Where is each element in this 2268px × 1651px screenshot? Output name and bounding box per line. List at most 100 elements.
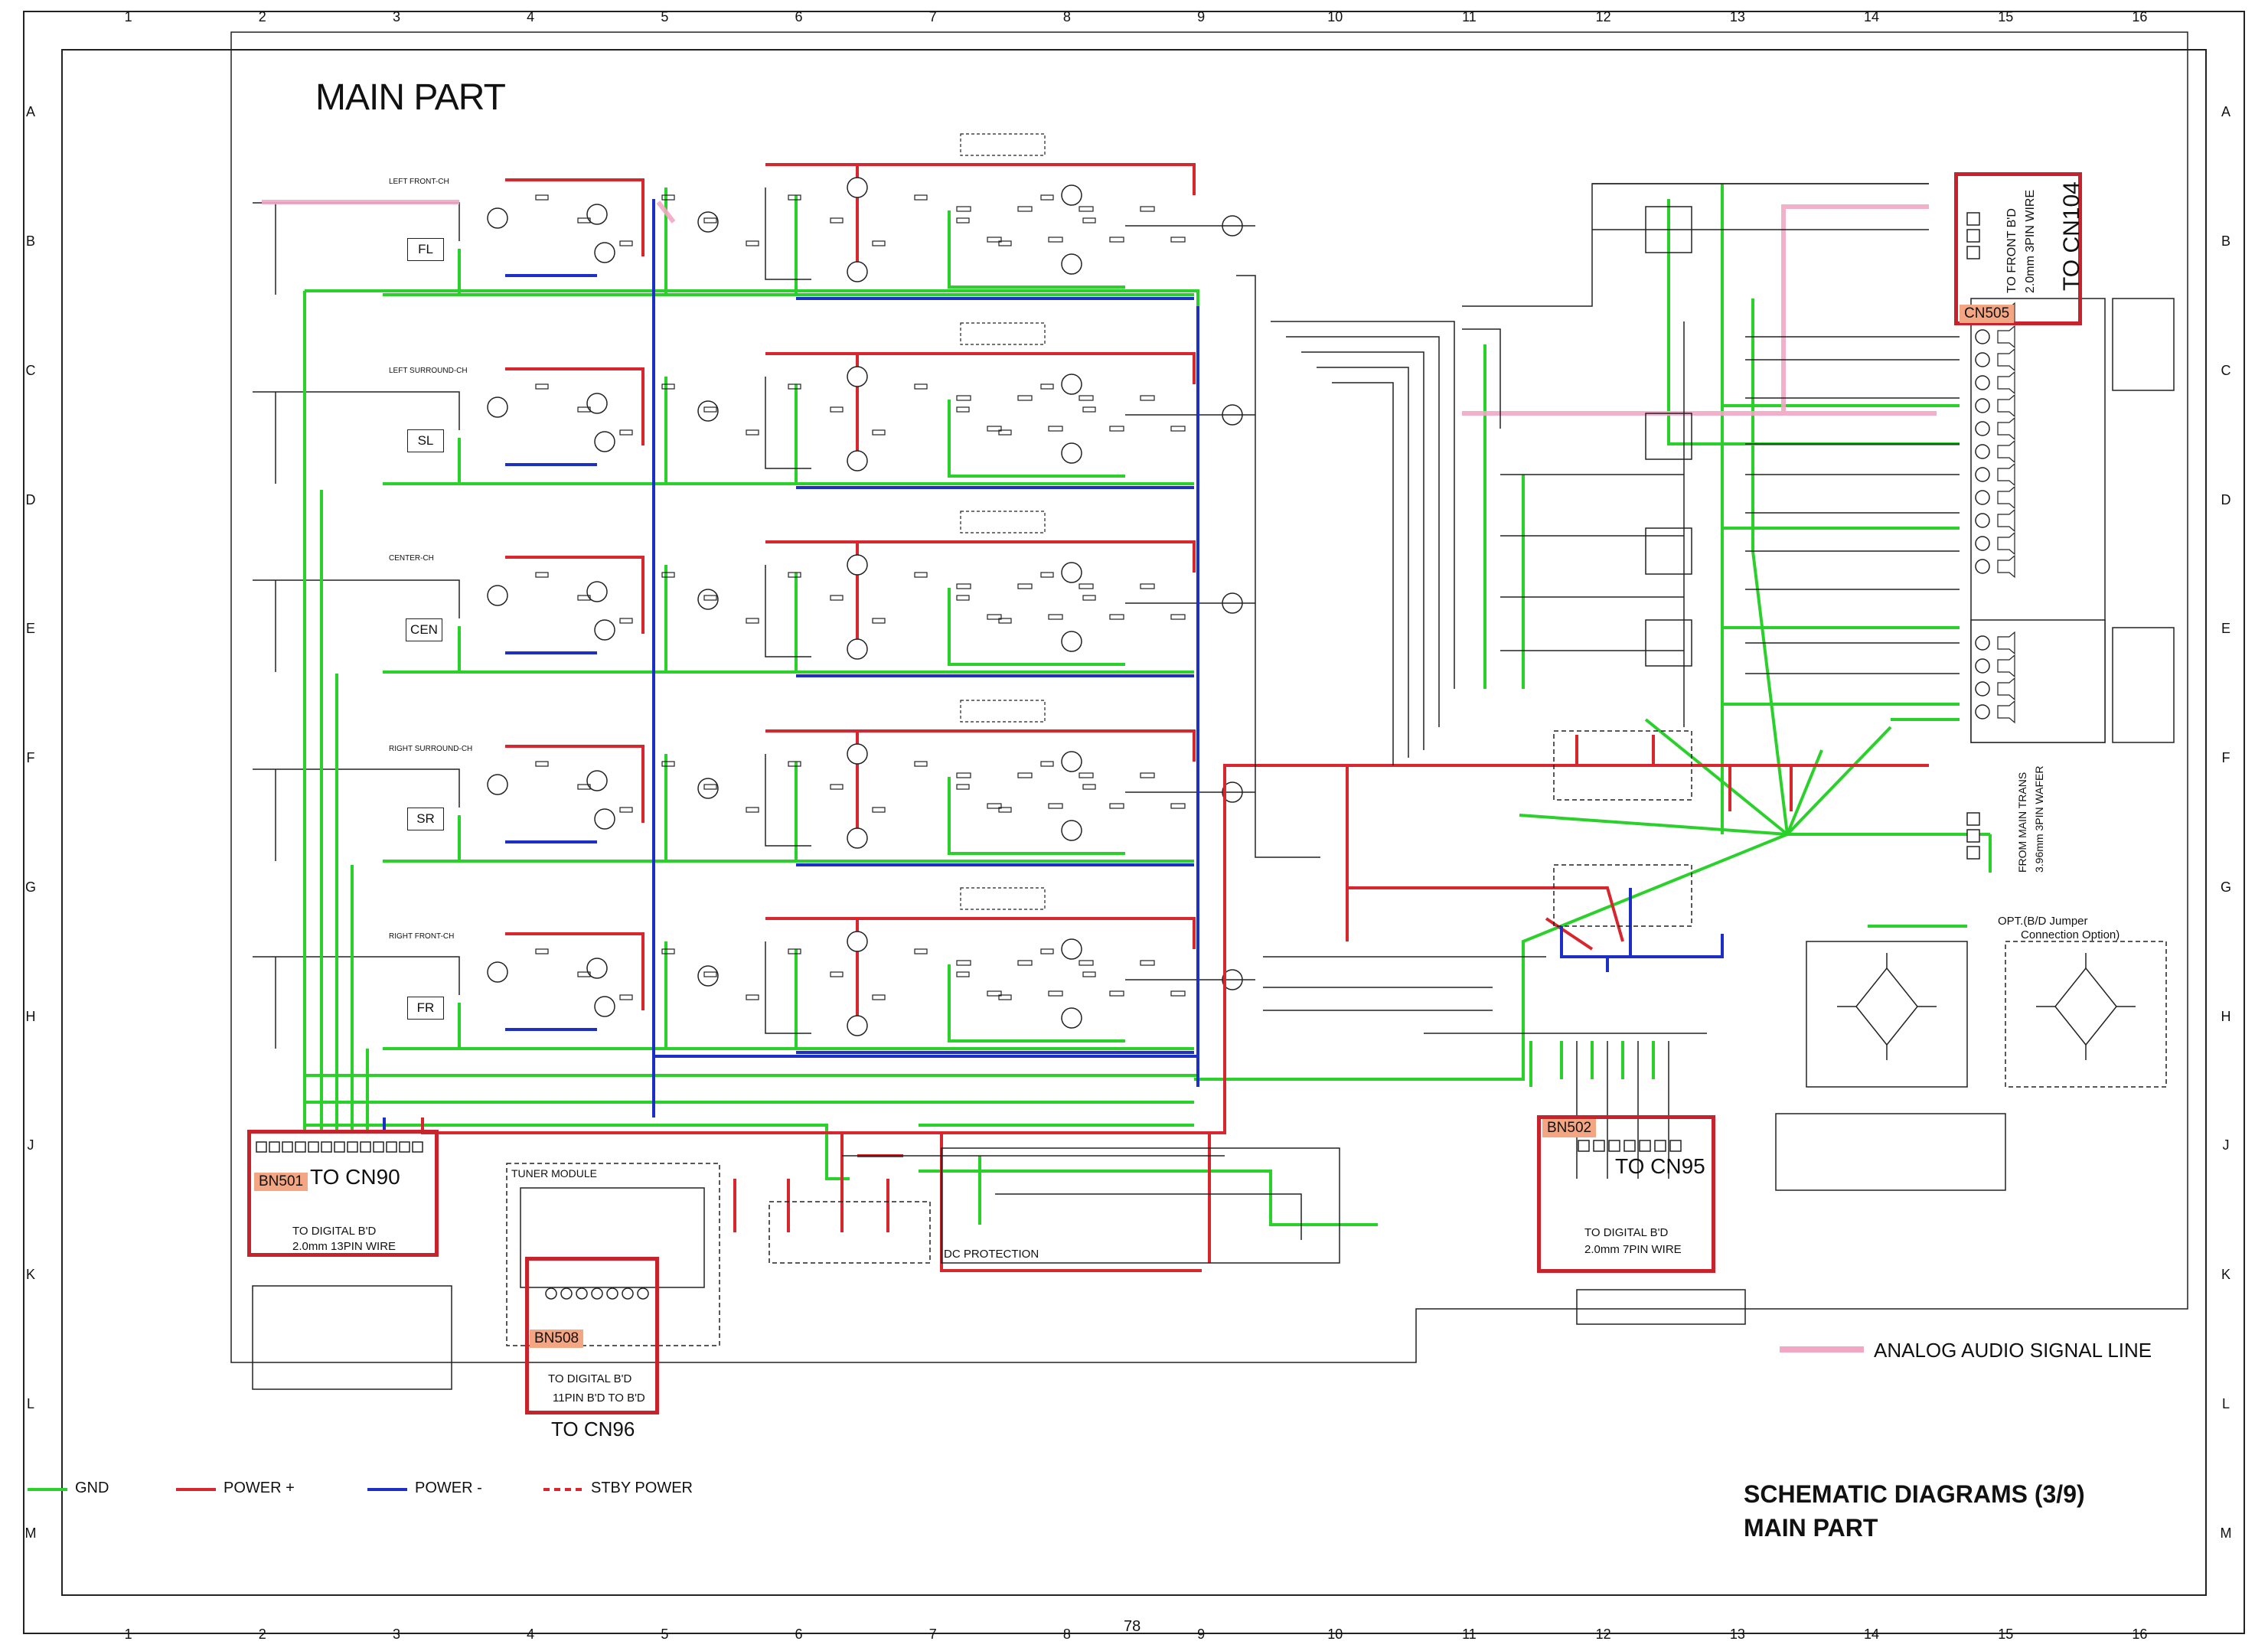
grid-row-label: J	[27, 1137, 34, 1153]
grid-column-label: 14	[1864, 1627, 1880, 1642]
tuner-module-label: TUNER MODULE	[511, 1167, 598, 1180]
grid-row-label: K	[25, 1267, 35, 1283]
grid-column-label: 11	[1462, 9, 1477, 24]
grid-column-label: 13	[1729, 1627, 1745, 1642]
grid-column-label: 4	[527, 9, 535, 24]
grid-row-label: A	[25, 104, 35, 120]
drawing-inner-border	[61, 49, 2207, 1596]
main-trans-label: FROM MAIN TRANS	[2016, 772, 2028, 873]
channel-heading: RIGHT FRONT-CH	[389, 932, 455, 941]
connector-tag-bn501: BN501	[254, 1173, 308, 1191]
connector-box-cn95	[1537, 1115, 1715, 1273]
grid-row-label: L	[2221, 1395, 2230, 1411]
grid-column-label: 6	[795, 1627, 803, 1642]
grid-column-label: 14	[1864, 9, 1880, 24]
connector-desc2-cn96: 11PIN B'D TO B'D	[553, 1392, 645, 1405]
connector-title-cn90: TO CN90	[310, 1165, 400, 1189]
grid-column-label: 2	[258, 9, 266, 24]
grid-column-label: 3	[392, 1627, 400, 1642]
grid-column-label: 6	[795, 9, 803, 24]
connector-desc1-cn95: TO DIGITAL B'D	[1584, 1226, 1669, 1239]
connector-desc1-cn90: TO DIGITAL B'D	[292, 1225, 377, 1238]
channel-heading: CENTER-CH	[389, 554, 434, 563]
grid-row-label: C	[2221, 362, 2231, 378]
grid-column-label: 13	[1729, 9, 1745, 24]
connector-box-cn104	[1954, 172, 2082, 325]
grid-row-label: J	[2222, 1137, 2230, 1153]
grid-column-label: 3	[392, 9, 400, 24]
grid-row-label: H	[2221, 1008, 2231, 1024]
grid-row-label: B	[25, 233, 35, 250]
connector-tag-bn502: BN502	[1542, 1119, 1597, 1137]
channel-box-sr: SR	[407, 808, 444, 830]
grid-column-label: 2	[258, 1627, 266, 1642]
grid-column-label: 8	[1062, 1627, 1071, 1642]
grid-column-label: 8	[1062, 9, 1071, 24]
grid-column-label: 12	[1595, 1627, 1611, 1642]
grid-column-label: 9	[1197, 9, 1206, 24]
connector-desc2-cn90: 2.0mm 13PIN WIRE	[292, 1240, 396, 1253]
connector-box-cn96	[525, 1257, 659, 1414]
channel-box-sl: SL	[407, 429, 444, 452]
grid-column-label: 11	[1462, 1627, 1477, 1642]
channel-box-fr: FR	[407, 997, 444, 1020]
grid-row-label: L	[26, 1395, 34, 1411]
grid-row-label: K	[2221, 1267, 2230, 1283]
main-trans-label-2: 3.96mm 3PIN WAFER	[2033, 765, 2045, 873]
legend-gnd: GND	[75, 1480, 109, 1496]
opt-jumper-label-2: Connection Option)	[2021, 928, 2120, 941]
grid-row-label: H	[25, 1008, 36, 1024]
connector-desc2-cn95: 2.0mm 7PIN WIRE	[1584, 1243, 1682, 1256]
grid-row-label: M	[2220, 1525, 2232, 1541]
grid-column-label: 15	[1998, 9, 2014, 24]
grid-column-label: 5	[661, 1627, 669, 1642]
grid-column-label: 5	[661, 9, 669, 24]
connector-desc1-cn104: TO FRONT B'D	[2005, 208, 2018, 293]
legend-stby-power: STBY POWER	[591, 1480, 693, 1496]
grid-column-label: 16	[2132, 9, 2148, 24]
grid-row-label: F	[26, 750, 35, 766]
channel-heading: RIGHT SURROUND-CH	[389, 745, 473, 753]
grid-row-label: A	[2221, 104, 2230, 120]
grid-column-label: 12	[1595, 9, 1611, 24]
grid-row-label: D	[2221, 491, 2231, 507]
page-number: 78	[1124, 1618, 1141, 1635]
analog-signal-legend: ANALOG AUDIO SIGNAL LINE	[1874, 1339, 2152, 1362]
channel-heading: LEFT SURROUND-CH	[389, 367, 468, 375]
connector-box-cn90	[247, 1130, 439, 1257]
grid-row-label: E	[25, 621, 35, 637]
footer-title-line2: MAIN PART	[1744, 1514, 1878, 1542]
page-title: MAIN PART	[315, 77, 506, 118]
grid-row-label: G	[24, 879, 36, 895]
grid-row-label: C	[25, 362, 36, 378]
grid-row-label: G	[2220, 879, 2231, 895]
footer-title-line1: SCHEMATIC DIAGRAMS (3/9)	[1744, 1480, 2085, 1508]
grid-row-label: E	[2221, 621, 2230, 637]
grid-column-label: 7	[928, 9, 937, 24]
grid-column-label: 7	[928, 1627, 937, 1642]
dc-protection-label: DC PROTECTION	[944, 1248, 1039, 1261]
grid-column-label: 4	[527, 1627, 535, 1642]
grid-column-label: 1	[124, 1627, 132, 1642]
channel-heading: LEFT FRONT-CH	[389, 178, 449, 186]
channel-box-fl: FL	[407, 238, 444, 261]
drawing-frame	[23, 11, 2245, 1634]
grid-column-label: 10	[1327, 1627, 1343, 1642]
connector-desc1-cn96: TO DIGITAL B'D	[548, 1372, 632, 1385]
connector-title-cn104: TO CN104	[2059, 181, 2084, 291]
connector-tag-bn508: BN508	[530, 1330, 584, 1348]
opt-jumper-label: OPT.(B/D Jumper	[1998, 915, 2088, 928]
channel-box-cen: CEN	[406, 618, 442, 641]
grid-row-label: M	[24, 1525, 37, 1541]
grid-column-label: 9	[1197, 1627, 1206, 1642]
connector-title-cn96: TO CN96	[551, 1418, 635, 1441]
grid-row-label: B	[2221, 233, 2230, 250]
grid-row-label: D	[25, 491, 36, 507]
grid-column-label: 1	[124, 9, 132, 24]
legend-power-plus: POWER +	[224, 1480, 295, 1496]
connector-tag-cn505: CN505	[1960, 305, 2015, 323]
legend-power-minus: POWER -	[415, 1480, 482, 1496]
grid-column-label: 15	[1998, 1627, 2014, 1642]
grid-row-label: F	[2221, 750, 2230, 766]
